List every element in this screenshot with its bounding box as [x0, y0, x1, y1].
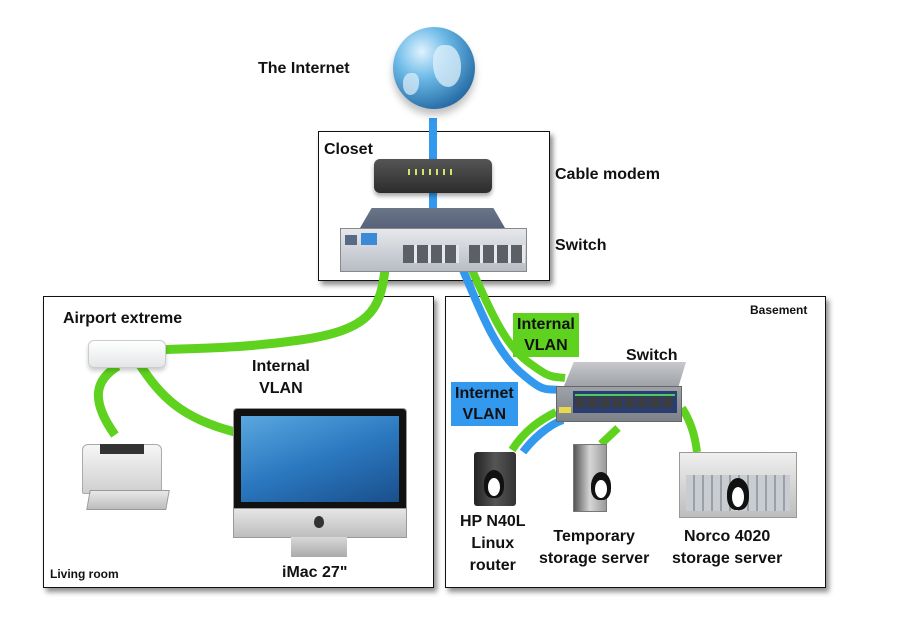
- closet-switch-label: Switch: [555, 237, 607, 254]
- cable-modem-icon: [374, 159, 492, 193]
- closet-title: Closet: [324, 141, 373, 158]
- wireless-router-icon: [88, 340, 166, 368]
- basement-title: Basement: [750, 303, 808, 317]
- hp-n40l-line1: HP N40L: [460, 513, 526, 530]
- vlan-label-line1: Internal: [252, 358, 310, 375]
- living-room-vlan-label: Internal VLAN: [252, 356, 310, 400]
- norco-server-line1: Norco 4020: [684, 528, 771, 545]
- linux-server-icon: [474, 452, 516, 506]
- imac-label: iMac 27": [282, 564, 348, 581]
- imac-icon: [233, 408, 407, 558]
- internal-vlan-line1: Internal: [517, 316, 575, 333]
- cable-modem-label: Cable modem: [555, 166, 660, 183]
- internal-vlan-tag: Internal VLAN: [513, 313, 579, 357]
- printer-icon: [78, 436, 170, 516]
- hp-n40l-label: HP N40L Linux router: [460, 511, 526, 577]
- temporary-server-line2: storage server: [539, 550, 650, 567]
- internet-label: The Internet: [258, 60, 350, 77]
- internal-vlan-line2: VLAN: [524, 337, 568, 354]
- cable-switch-temp-server: [598, 425, 621, 447]
- vlan-label-line2: VLAN: [259, 380, 303, 397]
- rack-server-icon: [679, 452, 797, 518]
- cable-internal-vlan-trunk: [468, 268, 566, 382]
- netgear-switch-icon: [556, 362, 688, 424]
- tower-server-icon: [567, 444, 617, 512]
- internet-vlan-line1: Internet: [455, 385, 514, 402]
- hp-switch-icon: [340, 208, 527, 272]
- internet-vlan-line2: VLAN: [462, 406, 507, 423]
- temporary-server-label: Temporary storage server: [539, 526, 649, 570]
- temporary-server-line1: Temporary: [553, 528, 635, 545]
- globe-icon: [393, 27, 475, 109]
- internet-vlan-tag: Internet VLAN: [451, 382, 518, 426]
- cable-switch-airport: [159, 269, 390, 355]
- norco-server-line2: storage server: [672, 550, 783, 567]
- norco-server-label: Norco 4020 storage server: [672, 526, 782, 570]
- cable-airport-printer: [94, 362, 121, 438]
- living-room-title: Living room: [50, 567, 119, 581]
- cable-switch-router-green: [508, 408, 558, 453]
- hp-n40l-line3: router: [469, 557, 516, 574]
- hp-n40l-line2: Linux: [471, 535, 515, 552]
- airport-extreme-label: Airport extreme: [63, 310, 183, 327]
- cable-internet-vlan-trunk: [459, 268, 561, 394]
- basement-switch-label: Switch: [626, 347, 678, 364]
- cable-airport-imac: [136, 362, 237, 437]
- cable-switch-norco: [678, 405, 701, 453]
